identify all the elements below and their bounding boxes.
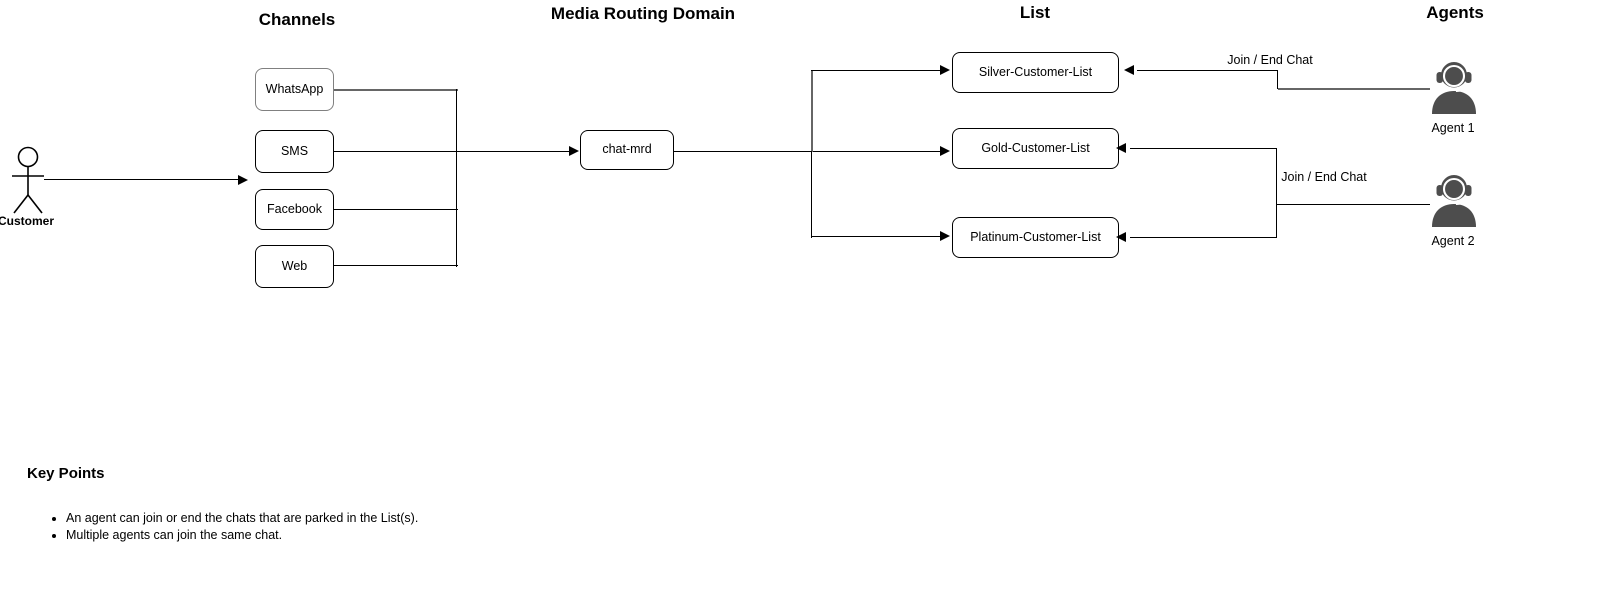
- customer-stick-figure-icon: [12, 146, 44, 214]
- lists-splitter-bus-upper: [811, 71, 813, 152]
- arrowhead-splitter-to-platinum: [940, 231, 950, 241]
- channel-node-web-label: Web: [281, 258, 308, 273]
- channels-collector-bus: [456, 89, 458, 267]
- channel-node-sms-label: SMS: [280, 143, 309, 158]
- channel-node-whatsapp[interactable]: WhatsApp: [255, 68, 334, 111]
- edge-sms-to-bus: [334, 151, 458, 153]
- edge-splitter-to-platinum: [811, 236, 944, 238]
- edge-agent2-to-platinum: [1130, 237, 1277, 239]
- channel-node-facebook-label: Facebook: [267, 201, 322, 216]
- edge-agent2-to-gold: [1130, 148, 1277, 150]
- arrowhead-splitter-to-silver: [940, 65, 950, 75]
- section-title-agents: Agents: [1426, 3, 1484, 22]
- list-node-platinum-customer-list-label: Platinum-Customer-List: [970, 229, 1101, 244]
- agent-1-label: Agent 1: [1431, 121, 1475, 135]
- key-points-title: Key Points: [27, 465, 105, 482]
- edge-agent2-bus: [1276, 148, 1278, 238]
- edge-agent1-to-silver: [1137, 70, 1278, 72]
- edge-splitter-to-silver: [811, 70, 944, 72]
- edge-chat-mrd-to-gold: [674, 151, 944, 153]
- arrowhead-agent2-to-gold: [1116, 143, 1126, 153]
- agent-2-label: Agent 2: [1431, 234, 1475, 248]
- key-point-item: An agent can join or end the chats that …: [66, 510, 418, 527]
- mrd-node-chat-mrd[interactable]: chat-mrd: [580, 130, 674, 170]
- edge-facebook-to-bus: [334, 209, 458, 211]
- key-points-list: An agent can join or end the chats that …: [36, 510, 418, 544]
- section-title-media-routing-domain: Media Routing Domain: [550, 4, 736, 23]
- edge-label-agent1-join-end-chat: Join / End Chat: [1227, 53, 1313, 67]
- section-title-list: List: [1019, 3, 1051, 22]
- channel-node-whatsapp-label: WhatsApp: [265, 81, 324, 96]
- arrowhead-agent2-to-platinum: [1116, 232, 1126, 242]
- section-title-channels: Channels: [258, 10, 336, 29]
- edge-label-agent2-join-end-chat: Join / End Chat: [1281, 170, 1367, 184]
- list-node-gold-customer-list[interactable]: Gold-Customer-List: [952, 128, 1119, 169]
- edge-whatsapp-to-bus: [334, 89, 458, 91]
- channel-node-web[interactable]: Web: [255, 245, 334, 288]
- arrowhead-bus-to-chat-mrd: [569, 146, 579, 156]
- list-node-platinum-customer-list[interactable]: Platinum-Customer-List: [952, 217, 1119, 258]
- list-node-silver-customer-list[interactable]: Silver-Customer-List: [952, 52, 1119, 93]
- arrowhead-agent1-to-silver: [1124, 65, 1134, 75]
- channel-node-sms[interactable]: SMS: [255, 130, 334, 173]
- mrd-node-chat-mrd-label: chat-mrd: [602, 142, 652, 157]
- channel-node-facebook[interactable]: Facebook: [255, 189, 334, 230]
- list-node-gold-customer-list-label: Gold-Customer-List: [981, 140, 1090, 155]
- edge-bus-to-chat-mrd: [456, 151, 570, 153]
- edge-agent2-horizontal: [1277, 204, 1430, 206]
- edge-agent1-horizontal: [1278, 88, 1430, 90]
- arrowhead-customer-to-channels: [238, 175, 248, 185]
- edge-web-to-bus: [334, 265, 458, 267]
- lists-splitter-bus-lower: [811, 151, 813, 238]
- agent-headset-icon[interactable]: [1428, 54, 1480, 114]
- agent-headset-icon[interactable]: [1428, 167, 1480, 227]
- customer-actor-label: Customer: [0, 214, 55, 228]
- edge-agent1-riser: [1277, 70, 1279, 89]
- arrowhead-chat-mrd-to-gold: [940, 146, 950, 156]
- list-node-silver-customer-list-label: Silver-Customer-List: [978, 64, 1093, 79]
- edge-customer-to-channels: [44, 179, 240, 181]
- key-point-item: Multiple agents can join the same chat.: [66, 527, 418, 544]
